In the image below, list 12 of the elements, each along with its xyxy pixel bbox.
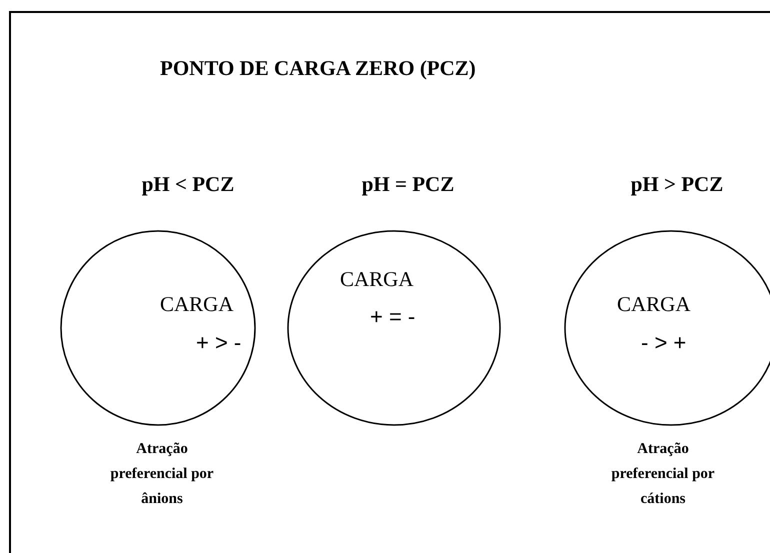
condition-heading: pH > PCZ [630,172,724,197]
charge-label: CARGA [340,267,414,292]
diagram-title: PONTO DE CARGA ZERO (PCZ) [160,56,476,81]
charge-relation: - > + [641,330,686,356]
charge-label: CARGA [160,292,234,317]
charge-relation: + = - [370,304,416,330]
condition-heading: pH < PCZ [140,172,236,197]
condition-heading: pH = PCZ [360,172,456,197]
charge-relation: + > - [196,330,242,356]
charge-label: CARGA [617,292,691,317]
attraction-note: Atração preferencial por cátions [610,440,716,509]
attraction-note: Atração preferencial por ânions [109,440,215,509]
